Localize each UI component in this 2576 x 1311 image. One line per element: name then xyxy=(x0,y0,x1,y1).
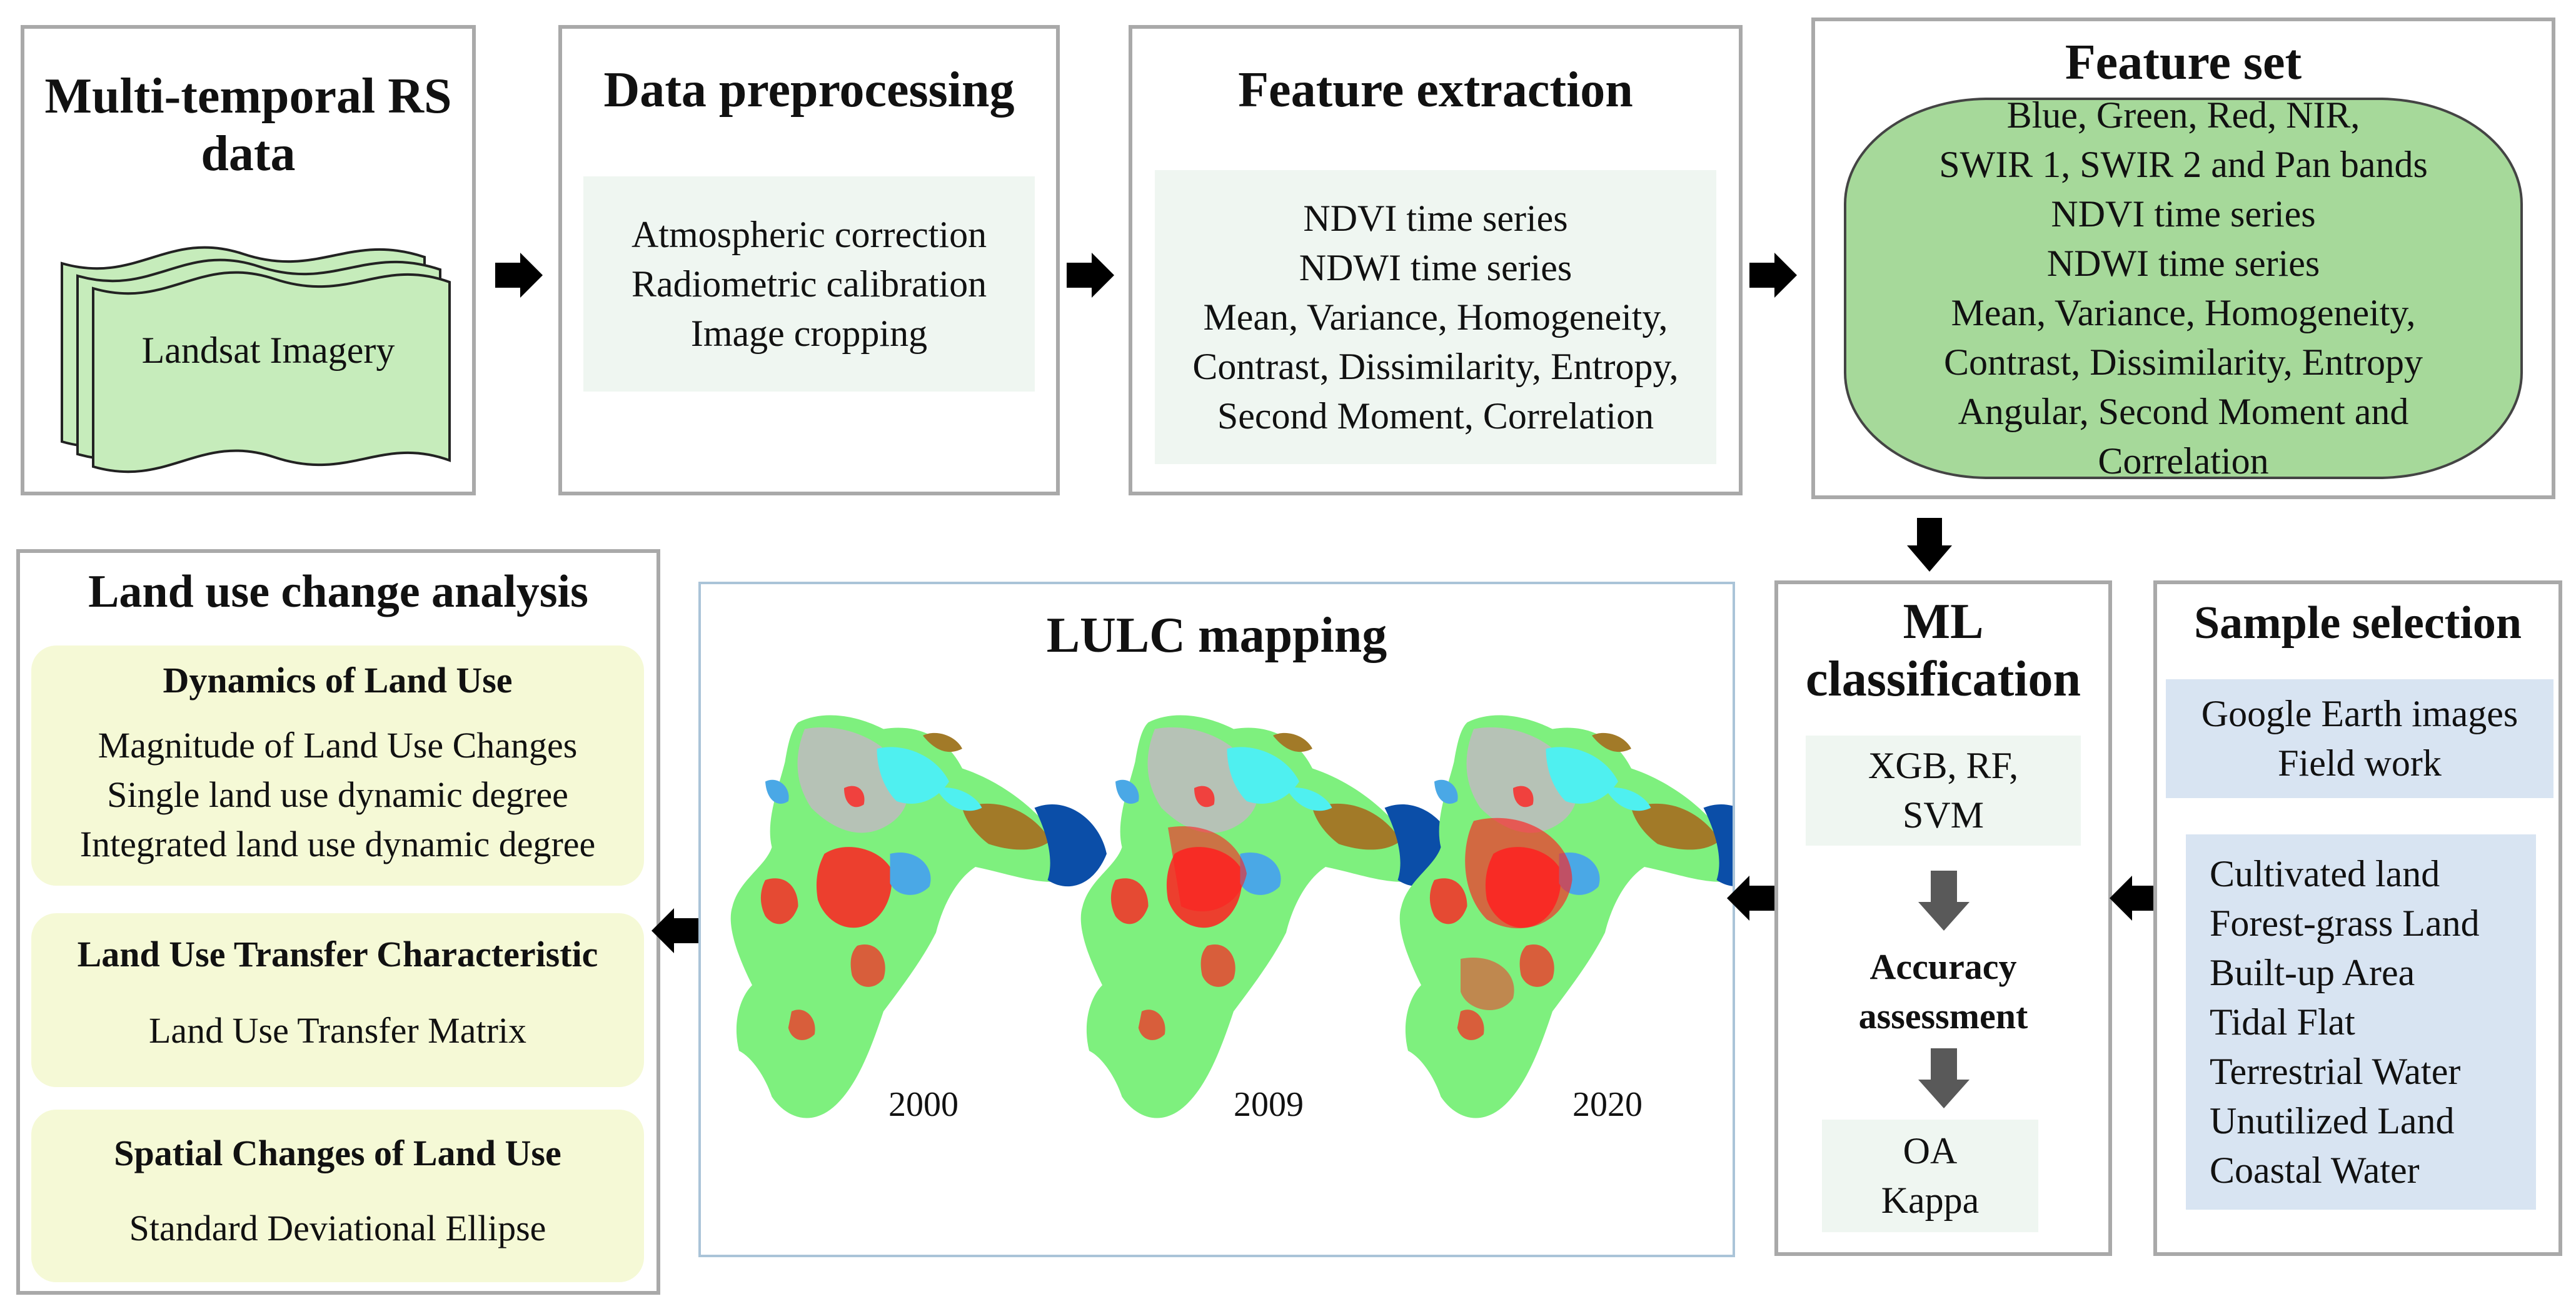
lulc-mapping-panel: LULC mapping xyxy=(698,582,1735,1257)
lulc-mapping-title: LULC mapping xyxy=(1046,608,1387,663)
feature-set-item: Angular, Second Moment and xyxy=(1958,391,2409,432)
feature-set-item: Correlation xyxy=(2098,440,2269,482)
feature-item: Mean, Variance, Homogeneity, xyxy=(1203,296,1668,338)
ml-title-line1: ML xyxy=(1903,594,1984,649)
arrow-ml-to-lulc xyxy=(1727,876,1774,921)
arrow-lulc-to-analysis xyxy=(652,908,699,953)
accuracy-assessment-label: Accuracy assessment xyxy=(1778,942,2108,1041)
arrow-accuracy-to-metrics xyxy=(1918,1048,1970,1108)
accuracy-line1: Accuracy xyxy=(1869,946,2017,987)
preprocessing-step: Atmospheric correction xyxy=(631,213,987,255)
lulc-map-2000 xyxy=(730,715,1107,1118)
accuracy-metrics-box: OA Kappa xyxy=(1822,1120,2038,1232)
year-label-2000: 2000 xyxy=(888,1085,958,1124)
feature-extraction-list: NDVI time series NDWI time series Mean, … xyxy=(1155,170,1716,464)
feature-set-list: Blue, Green, Red, NIR, SWIR 1, SWIR 2 an… xyxy=(1844,94,2523,482)
spatial-heading: Spatial Changes of Land Use xyxy=(114,1133,561,1173)
land-class-item: Coastal Water xyxy=(2210,1149,2420,1191)
arrow-preprocessing-to-extraction xyxy=(1067,253,1114,298)
land-use-change-title: Land use change analysis xyxy=(88,566,588,617)
rs-data-panel: Multi-temporal RS data Landsat Imagery xyxy=(21,25,476,495)
land-class-item: Cultivated land xyxy=(2210,853,2440,894)
land-class-item: Unutilized Land xyxy=(2210,1100,2455,1141)
preprocessing-step: Radiometric calibration xyxy=(631,263,987,305)
lulc-map-2020 xyxy=(1399,715,1733,1118)
ml-title-line2: classification xyxy=(1806,652,2081,707)
sample-sources-box: Google Earth images Field work xyxy=(2166,679,2553,798)
sample-selection-title: Sample selection xyxy=(2193,597,2522,649)
transfer-item: Land Use Transfer Matrix xyxy=(148,1010,527,1051)
feature-set-item: NDWI time series xyxy=(2046,243,2320,284)
preprocessing-step: Image cropping xyxy=(690,312,928,354)
year-label-2020: 2020 xyxy=(1572,1085,1643,1124)
ml-method: XGB, RF, xyxy=(1868,745,2019,786)
ml-methods-box: XGB, RF, SVM xyxy=(1806,736,2081,846)
feature-extraction-title: Feature extraction xyxy=(1238,63,1633,118)
arrow-methods-to-accuracy xyxy=(1918,871,1970,931)
dynamics-heading: Dynamics of Land Use xyxy=(163,660,513,701)
preprocessing-panel: Data preprocessing Atmospheric correctio… xyxy=(558,25,1060,495)
accuracy-metric: Kappa xyxy=(1881,1180,1980,1221)
ml-classification-panel: ML classification XGB, RF, SVM Accuracy … xyxy=(1774,580,2112,1256)
landsat-imagery-stack-icon xyxy=(61,246,451,473)
ml-method: SVM xyxy=(1902,794,1985,836)
transfer-heading: Land Use Transfer Characteristic xyxy=(77,934,598,974)
sample-source: Google Earth images xyxy=(2201,693,2518,734)
preprocessing-title: Data preprocessing xyxy=(603,63,1015,118)
feature-set-panel: Feature set Blue, Green, Red, NIR, SWIR … xyxy=(1811,18,2555,499)
lulc-map-2009 xyxy=(1080,715,1457,1118)
land-class-item: Forest-grass Land xyxy=(2210,902,2480,944)
accuracy-metric: OA xyxy=(1903,1130,1958,1172)
landsat-imagery-label: Landsat Imagery xyxy=(141,330,395,371)
feature-item: NDWI time series xyxy=(1299,246,1572,288)
feature-item: NDVI time series xyxy=(1303,197,1568,239)
feature-item: Contrast, Dissimilarity, Entropy, xyxy=(1192,345,1679,387)
feature-set-item: SWIR 1, SWIR 2 and Pan bands xyxy=(1939,144,2428,185)
arrow-rs-to-preprocessing xyxy=(495,253,543,298)
feature-set-item: Blue, Green, Red, NIR, xyxy=(2006,94,2360,136)
lulc-maps xyxy=(730,715,1733,1118)
sample-source: Field work xyxy=(2278,742,2442,784)
dynamics-item: Integrated land use dynamic degree xyxy=(79,824,596,864)
accuracy-line2: assessment xyxy=(1858,996,2028,1036)
land-class-list: Cultivated land Forest-grass Land Built-… xyxy=(2186,834,2536,1210)
arrow-extraction-to-feature-set xyxy=(1749,253,1797,298)
arrow-samples-to-ml xyxy=(2110,876,2157,921)
land-class-item: Built-up Area xyxy=(2210,951,2415,993)
dynamics-item: Single land use dynamic degree xyxy=(107,774,568,815)
rs-data-title-line2: data xyxy=(201,126,296,181)
land-use-change-panel: Land use change analysis Dynamics of Lan… xyxy=(16,549,660,1295)
year-label-2009: 2009 xyxy=(1234,1085,1304,1124)
rs-data-title-line1: Multi-temporal RS xyxy=(44,69,452,124)
dynamics-of-land-use-box: Dynamics of Land Use Magnitude of Land U… xyxy=(31,645,644,886)
land-use-transfer-box: Land Use Transfer Characteristic Land Us… xyxy=(31,913,644,1087)
ml-classification-title: ML classification xyxy=(1778,593,2108,708)
sample-selection-panel: Sample selection Google Earth images Fie… xyxy=(2153,580,2562,1256)
dynamics-item: Magnitude of Land Use Changes xyxy=(98,725,578,766)
feature-set-item: Mean, Variance, Homogeneity, xyxy=(1951,292,2416,333)
arrow-feature-set-to-ml xyxy=(1907,518,1952,572)
spatial-changes-box: Spatial Changes of Land Use Standard Dev… xyxy=(31,1110,644,1282)
preprocessing-steps: Atmospheric correction Radiometric calib… xyxy=(583,176,1035,392)
rs-data-title: Multi-temporal RS data xyxy=(24,68,472,183)
land-class-item: Terrestrial Water xyxy=(2210,1050,2461,1092)
feature-item: Second Moment, Correlation xyxy=(1217,395,1654,437)
land-class-item: Tidal Flat xyxy=(2210,1001,2355,1043)
feature-extraction-panel: Feature extraction NDVI time series NDWI… xyxy=(1129,25,1743,495)
feature-set-title: Feature set xyxy=(2065,35,2302,90)
feature-set-item: NDVI time series xyxy=(2051,193,2316,235)
spatial-item: Standard Deviational Ellipse xyxy=(129,1208,546,1248)
feature-set-item: Contrast, Dissimilarity, Entropy xyxy=(1943,342,2423,383)
